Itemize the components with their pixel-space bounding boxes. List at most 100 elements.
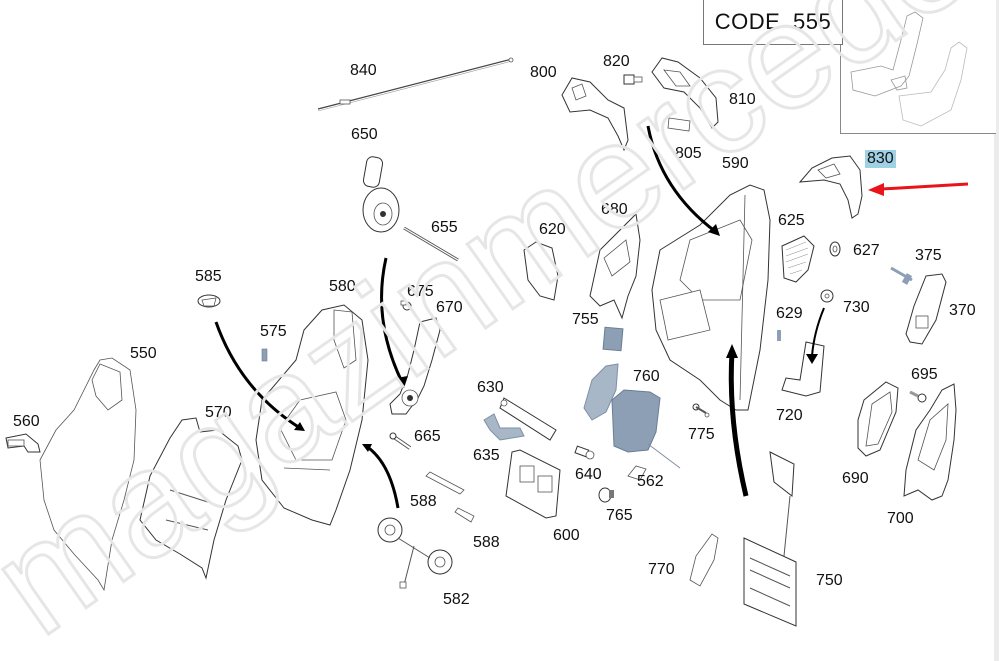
part-label-585[interactable]: 585 xyxy=(195,268,222,285)
part-805-label[interactable] xyxy=(667,117,691,132)
part-750-lumbar-support[interactable] xyxy=(743,451,797,627)
part-label-588-a[interactable]: 588 xyxy=(410,493,437,510)
part-375-clip[interactable] xyxy=(890,266,913,285)
part-label-650[interactable]: 650 xyxy=(351,126,378,143)
part-label-629[interactable]: 629 xyxy=(776,305,803,322)
part-580-backrest-cushion[interactable] xyxy=(255,304,369,526)
part-695-screw[interactable] xyxy=(909,390,927,403)
part-730-grommet[interactable] xyxy=(820,289,834,303)
part-label-665[interactable]: 665 xyxy=(414,428,441,445)
part-575-clip[interactable] xyxy=(261,348,268,362)
part-label-590[interactable]: 590 xyxy=(722,155,749,172)
part-label-560[interactable]: 560 xyxy=(13,413,40,430)
part-label-775[interactable]: 775 xyxy=(688,426,715,443)
part-570-backrest-pad[interactable] xyxy=(139,417,243,580)
part-label-370[interactable]: 370 xyxy=(949,302,976,319)
part-627-grommet[interactable] xyxy=(829,241,841,257)
part-680-side-trim[interactable] xyxy=(589,212,641,320)
part-label-635[interactable]: 635 xyxy=(473,447,500,464)
part-700-side-trim[interactable] xyxy=(903,383,957,501)
part-label-620[interactable]: 620 xyxy=(539,221,566,238)
part-830-highlighted-cover[interactable] xyxy=(798,155,863,219)
part-755-module[interactable] xyxy=(602,326,624,352)
part-label-750[interactable]: 750 xyxy=(816,572,843,589)
part-620-cover[interactable] xyxy=(523,241,559,301)
part-label-755[interactable]: 755 xyxy=(572,311,599,328)
page-edge-strip xyxy=(994,0,999,661)
part-label-830-highlighted[interactable]: 830 xyxy=(865,150,896,168)
part-635-bracket[interactable] xyxy=(483,413,525,441)
part-label-680[interactable]: 680 xyxy=(601,201,628,218)
part-670-hinge-bracket[interactable] xyxy=(389,317,441,415)
part-775-bolt[interactable] xyxy=(692,403,710,418)
part-label-582[interactable]: 582 xyxy=(443,591,470,608)
part-label-580[interactable]: 580 xyxy=(329,278,356,295)
part-820-screw[interactable] xyxy=(623,74,643,85)
part-label-800[interactable]: 800 xyxy=(530,64,557,81)
part-label-720[interactable]: 720 xyxy=(776,407,803,424)
assembly-arrow-585-to-580 xyxy=(214,321,305,431)
part-625-grille[interactable] xyxy=(781,235,815,283)
part-label-550[interactable]: 550 xyxy=(130,345,157,362)
part-760-airbag[interactable] xyxy=(583,363,681,469)
part-560-switch[interactable] xyxy=(5,433,41,453)
part-562-label[interactable] xyxy=(627,465,647,481)
part-585-clip[interactable] xyxy=(197,294,221,308)
part-588-strip-b[interactable] xyxy=(454,507,475,523)
part-label-625[interactable]: 625 xyxy=(778,212,805,229)
part-label-570[interactable]: 570 xyxy=(205,404,232,421)
part-840-cable[interactable] xyxy=(317,57,514,112)
seat-overview-icon xyxy=(850,11,968,127)
part-765-grommet[interactable] xyxy=(598,487,614,503)
part-label-627[interactable]: 627 xyxy=(853,242,880,259)
part-label-840[interactable]: 840 xyxy=(350,62,377,79)
part-label-375[interactable]: 375 xyxy=(915,247,942,264)
part-675-screw[interactable] xyxy=(400,300,412,311)
part-label-640[interactable]: 640 xyxy=(575,466,602,483)
part-label-630[interactable]: 630 xyxy=(477,379,504,396)
part-550-backrest-cover[interactable] xyxy=(39,357,137,592)
part-370-trim[interactable] xyxy=(905,273,947,345)
assembly-arrow-730-to-720 xyxy=(806,307,825,364)
assembly-arrow-582-to-580 xyxy=(362,444,400,509)
part-label-810[interactable]: 810 xyxy=(729,91,756,108)
part-770-panel[interactable] xyxy=(689,533,719,587)
part-label-700[interactable]: 700 xyxy=(887,510,914,527)
part-720-bracket[interactable] xyxy=(781,341,825,397)
part-588-strip-a[interactable] xyxy=(425,471,465,495)
highlight-arrow-icon xyxy=(868,182,969,196)
part-label-760[interactable]: 760 xyxy=(633,368,660,385)
seat-overview-thumbnail xyxy=(840,0,996,134)
assembly-arrow-650-to-670 xyxy=(380,257,408,388)
part-590-backrest-frame[interactable] xyxy=(651,184,771,411)
part-650-motor[interactable] xyxy=(362,156,400,233)
assembly-arrow-750-to-590 xyxy=(726,344,749,497)
part-label-690[interactable]: 690 xyxy=(842,470,869,487)
assembly-arrow-800-to-590 xyxy=(646,125,720,236)
part-label-695[interactable]: 695 xyxy=(911,366,938,383)
part-label-730[interactable]: 730 xyxy=(843,299,870,316)
part-640-bolt[interactable] xyxy=(574,445,595,460)
part-label-588-b[interactable]: 588 xyxy=(473,534,500,551)
code-label: CODE 555 xyxy=(714,9,832,34)
part-629-clip[interactable] xyxy=(777,330,781,341)
part-690-side-airbag-cover[interactable] xyxy=(857,381,899,457)
part-label-765[interactable]: 765 xyxy=(606,507,633,524)
part-630-tube[interactable] xyxy=(499,397,557,441)
part-label-655[interactable]: 655 xyxy=(431,219,458,236)
part-label-805[interactable]: 805 xyxy=(675,145,702,162)
part-582-speaker-pair[interactable] xyxy=(377,517,453,589)
part-label-562[interactable]: 562 xyxy=(637,473,664,490)
part-665-bolt[interactable] xyxy=(389,432,412,450)
part-label-600[interactable]: 600 xyxy=(553,527,580,544)
part-label-670[interactable]: 670 xyxy=(436,299,463,316)
part-label-770[interactable]: 770 xyxy=(648,561,675,578)
part-label-820[interactable]: 820 xyxy=(603,53,630,70)
part-600-control-module[interactable] xyxy=(505,449,561,519)
part-label-675[interactable]: 675 xyxy=(407,283,434,300)
part-label-575[interactable]: 575 xyxy=(260,323,287,340)
part-810-bracket[interactable] xyxy=(651,57,719,129)
part-655-rod[interactable] xyxy=(403,226,459,262)
part-800-trim[interactable] xyxy=(561,77,629,152)
